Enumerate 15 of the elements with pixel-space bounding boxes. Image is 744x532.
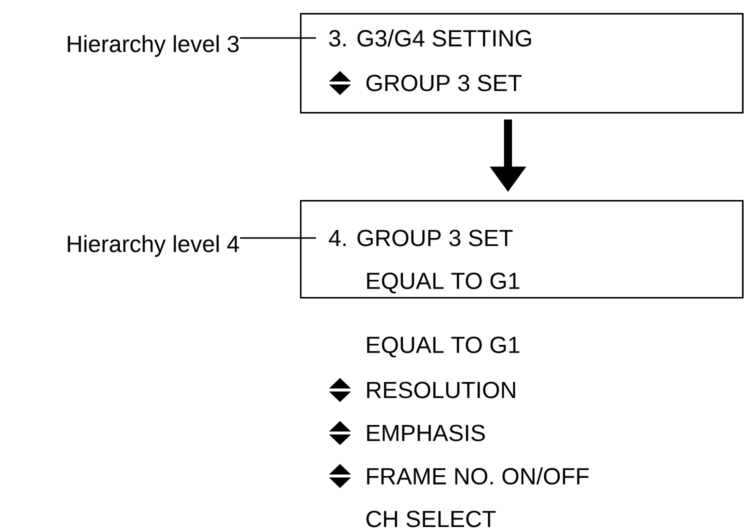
menu-text: GROUP 3 SET — [366, 74, 522, 92]
leader-line — [240, 37, 316, 39]
menu-item: EQUAL TO G1 — [367, 336, 520, 358]
menu-item: RESOLUTION — [367, 382, 516, 398]
menu-text: 3. G3/G4 SETTING — [329, 29, 531, 47]
menu-display-box — [300, 13, 744, 114]
hierarchy-label: Hierarchy level 3 — [68, 35, 239, 57]
menu-text: EQUAL TO G1 — [367, 272, 520, 294]
menu-item: FRAME NO. ON/OFF — [367, 467, 589, 485]
menu-item: CH SELECT — [366, 510, 496, 528]
menu-display-box — [300, 200, 744, 298]
menu-text: 4. GROUP 3 SET — [328, 230, 513, 246]
hierarchy-label: Hierarchy level 4 — [68, 235, 239, 257]
menu-item: EMPHASIS — [367, 424, 485, 442]
leader-line — [240, 237, 316, 239]
